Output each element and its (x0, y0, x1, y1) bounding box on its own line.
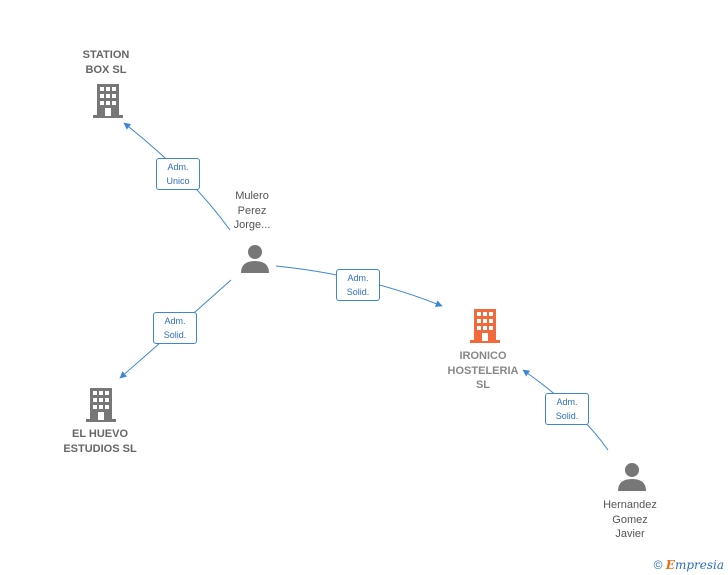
building-icon[interactable] (470, 309, 500, 343)
edge-label-hernandez-ironico: Adm. Solid. (545, 393, 589, 425)
building-icon[interactable] (93, 84, 123, 118)
brand-name: mpresia (674, 558, 724, 572)
copyright-symbol: © (653, 558, 663, 572)
building-icon[interactable] (86, 388, 116, 422)
person-icon[interactable] (617, 462, 647, 492)
person-icon[interactable] (240, 244, 270, 274)
ironico-label[interactable]: IRONICO HOSTELERIA SL (447, 350, 519, 391)
mulero-label[interactable]: Mulero Perez Jorge... (233, 190, 271, 231)
edge-label-mulero-ironico: Adm. Solid. (336, 269, 380, 301)
brand-initial: E (665, 558, 675, 572)
footer-brand[interactable]: © Empresia (654, 558, 724, 572)
el-huevo-label[interactable]: EL HUEVO ESTUDIOS SL (63, 428, 137, 455)
edge-label-mulero-station: Adm. Unico (156, 158, 200, 190)
hernandez-label[interactable]: Hernandez Gomez Javier (603, 499, 657, 540)
station-box-label[interactable]: STATION BOX SL (82, 49, 130, 76)
edge-label-mulero-huevo: Adm. Solid. (153, 312, 197, 344)
